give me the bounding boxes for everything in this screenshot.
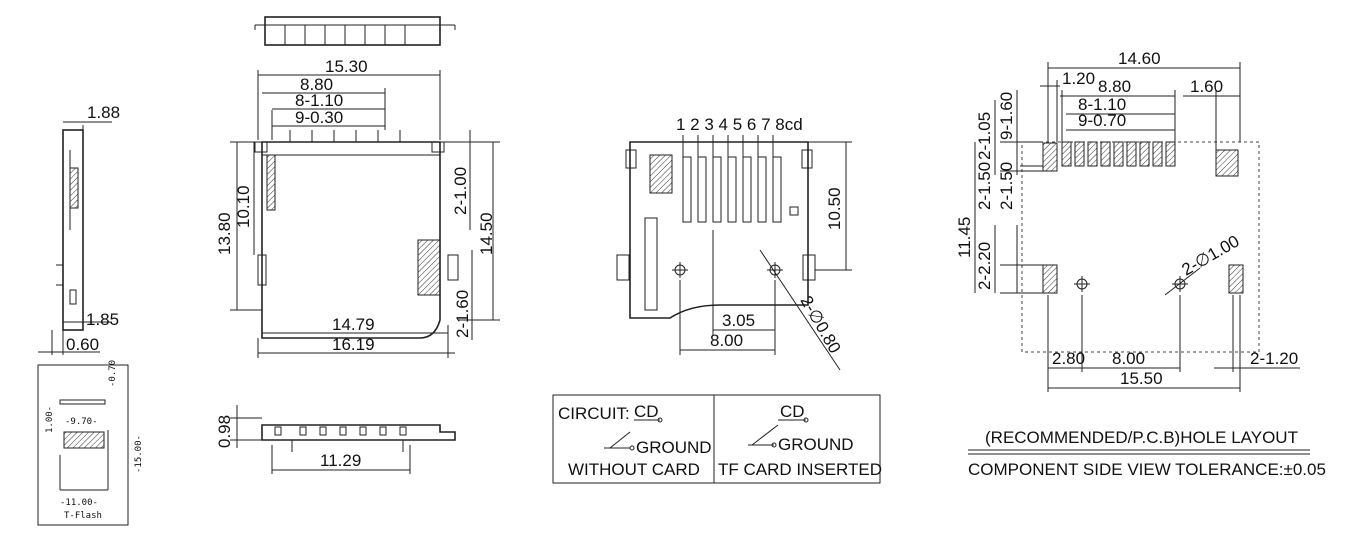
front-view: 0.98 11.29 (215, 405, 456, 474)
circuit-label: CIRCUIT: (558, 404, 630, 423)
top-dim-pinw: 9-0.30 (295, 108, 343, 127)
pcb-dim-280: 2.80 (1052, 349, 1085, 368)
top-dim-b2: 16.19 (332, 335, 375, 354)
side-view: 1.88 1.85 0.60 (38, 103, 120, 355)
pcb-dim-v220: 2-2.20 (975, 242, 994, 290)
top-dim-pins: 8-1.10 (295, 91, 343, 110)
card-label: T-Flash (64, 511, 102, 521)
circuit-gnd-left: GROUND (636, 438, 712, 457)
top-dim-pitch: 8.80 (300, 75, 333, 94)
pcb-dim-v160: 9-1.60 (997, 92, 1016, 140)
pcb-dim-v1145: 11.45 (955, 217, 974, 258)
card-dim-length: -15.00- (134, 435, 144, 473)
pcb-dim-120: 1.20 (1062, 69, 1095, 88)
card-dim-width: -9.70- (65, 417, 98, 427)
front-dim-h: 0.98 (215, 415, 234, 448)
bottom-dim-a: 3.05 (722, 311, 755, 330)
top-dim-b1: 14.79 (332, 315, 375, 334)
card-dim-outer: -11.00- (60, 498, 98, 508)
bottom-pin-numbers: 1 2 3 4 5 6 7 8cd (676, 115, 803, 134)
card-view: -0.70 -9.70- 1.00- -15.00- -11.00- T-Fla… (37, 360, 144, 526)
bottom-view: 1 2 3 4 5 6 7 8cd 10.50 2-∅0.80 3.05 8.0… (616, 115, 852, 371)
pcb-dim-v150a: 2-1.50 (975, 162, 994, 210)
top-view: 15.30 8.80 8-1.10 9-0.30 13.80 10.10 2-1… (215, 16, 500, 358)
front-dim-w: 11.29 (320, 451, 361, 470)
pcb-dim-160: 1.60 (1190, 77, 1223, 96)
pcb-dim-1550: 15.50 (1120, 369, 1163, 388)
top-dim-h1: 13.80 (215, 212, 234, 255)
pcb-dim-2120: 2-1.20 (1250, 349, 1298, 368)
pcb-title-1: (RECOMMENDED/P.C.B)HOLE LAYOUT (985, 428, 1298, 447)
top-dim-h2: 10.10 (234, 185, 253, 228)
pcb-title-2: COMPONENT SIDE VIEW TOLERANCE:±0.05 (968, 460, 1326, 479)
circuit-caption-left: WITHOUT CARD (568, 460, 700, 479)
bottom-dim-h: 10.50 (825, 187, 844, 230)
pcb-layout: 2-∅1.00 14.60 1.20 8.80 1.60 8-1.10 9-0.… (955, 49, 1326, 479)
pcb-dim-v105: 2-1.05 (975, 112, 994, 160)
side-dim-width: 1.88 (87, 103, 120, 122)
card-dim-gap: 1.00- (45, 406, 55, 433)
bottom-dim-b: 8.00 (710, 331, 743, 350)
pcb-dim-9070: 9-0.70 (1078, 111, 1126, 130)
pcb-dim-8110: 8-1.10 (1078, 95, 1126, 114)
pcb-dim-880: 8.80 (1098, 77, 1131, 96)
top-dim-right3: 2-1.60 (453, 290, 472, 338)
circuit-gnd-right: GROUND (778, 435, 854, 454)
card-dim-top: -0.70 (108, 360, 118, 387)
pcb-dim-width: 14.60 (1118, 49, 1161, 68)
circuit-table: CIRCUIT: CD GROUND WITHOUT CARD CD GROUN… (552, 394, 882, 484)
circuit-cd-right: CD (780, 402, 805, 421)
pcb-dim-800: 8.00 (1112, 349, 1145, 368)
side-dim-thickness: 1.85 (86, 310, 119, 329)
circuit-caption-right: TF CARD INSERTED (718, 460, 882, 479)
bottom-dim-hole: 2-∅0.80 (797, 293, 845, 357)
side-dim-offset: 0.60 (66, 335, 99, 354)
circuit-cd-left: CD (634, 402, 659, 421)
top-dim-right1: 2-1.00 (451, 167, 470, 215)
top-dim-right2: 14.50 (477, 212, 496, 255)
pcb-dim-v150b: 2-1.50 (997, 162, 1016, 210)
top-dim-width: 15.30 (325, 57, 368, 76)
